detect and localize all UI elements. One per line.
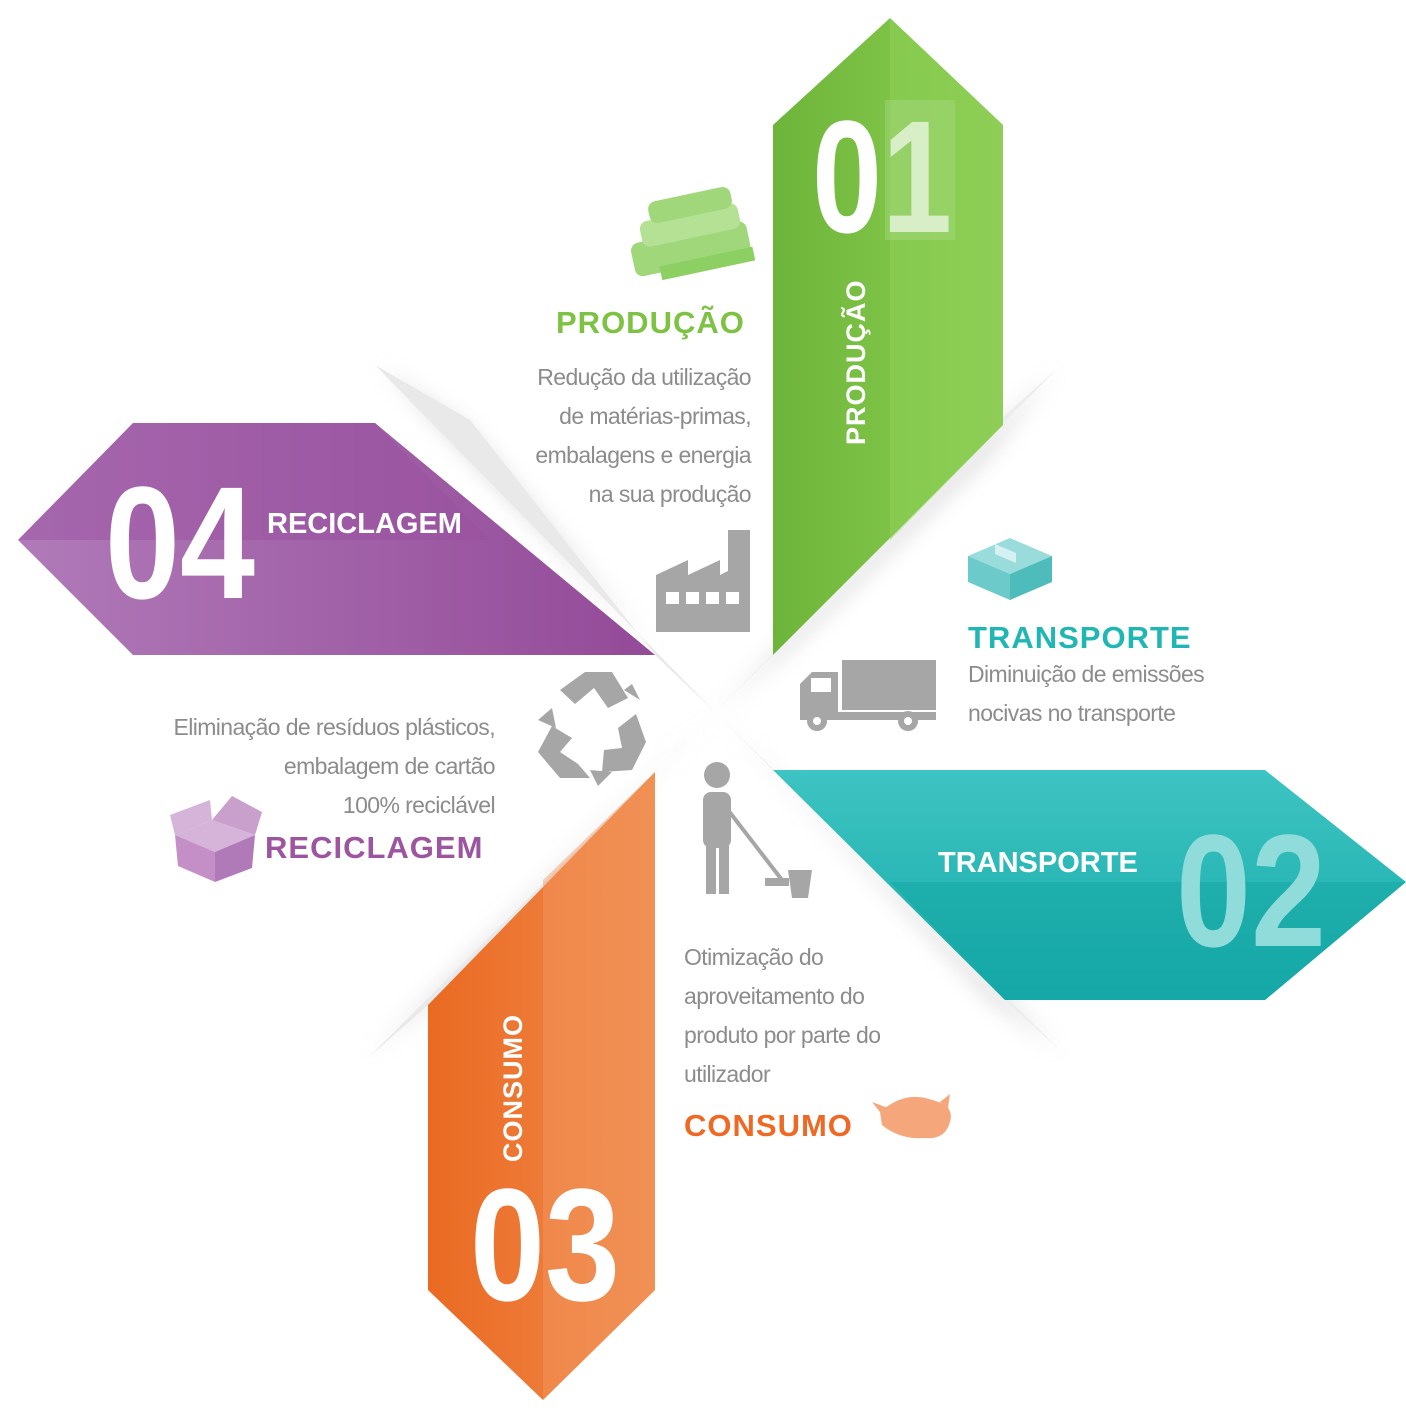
arrow-label-reciclagem: RECICLAGEM bbox=[267, 508, 462, 540]
stacked-bags-icon bbox=[631, 186, 756, 281]
recycle-icon bbox=[538, 672, 646, 786]
bag-icon bbox=[872, 1094, 951, 1139]
description-line: utilizador bbox=[684, 1061, 771, 1087]
description-producao: Redução da utilização de matérias-primas… bbox=[535, 358, 751, 514]
description-line: 100% reciclável bbox=[342, 792, 496, 818]
arrow-consumo bbox=[428, 772, 655, 1400]
description-line: de matérias-primas, bbox=[559, 403, 751, 429]
description-line: Redução da utilização bbox=[537, 364, 751, 390]
arrow-label-transporte: TRANSPORTE bbox=[938, 847, 1138, 879]
title-producao: PRODUÇÃO bbox=[556, 305, 745, 340]
description-line: na sua produção bbox=[588, 481, 752, 507]
description-line: embalagem de cartão bbox=[283, 753, 496, 779]
description-line: produto por parte do bbox=[684, 1022, 881, 1048]
description-line: nocivas no transporte bbox=[968, 700, 1176, 726]
title-consumo: CONSUMO bbox=[684, 1108, 853, 1143]
description-reciclagem: Eliminação de resíduos plásticos, embala… bbox=[173, 708, 495, 825]
step-number-02: 02 bbox=[1176, 801, 1326, 980]
arrow-label-consumo: CONSUMO bbox=[498, 1014, 528, 1162]
open-box-icon bbox=[170, 796, 262, 882]
truck-icon bbox=[800, 660, 936, 731]
title-transporte: TRANSPORTE bbox=[968, 620, 1192, 655]
description-line: Otimização do bbox=[684, 944, 824, 970]
description-transporte: Diminuição de emissões nocivas no transp… bbox=[968, 655, 1205, 733]
arrow-producao bbox=[773, 18, 1003, 655]
step-number-01: 01 bbox=[812, 87, 952, 266]
factory-icon bbox=[656, 530, 750, 632]
description-line: Diminuição de emissões bbox=[968, 661, 1205, 687]
number-01-fade bbox=[885, 100, 955, 240]
description-consumo: Otimização do aproveitamento do produto … bbox=[684, 938, 881, 1094]
arrow-transporte bbox=[773, 770, 1406, 1000]
description-line: embalagens e energia bbox=[535, 442, 751, 468]
description-line: aproveitamento do bbox=[684, 983, 865, 1009]
box-icon bbox=[968, 538, 1052, 600]
title-reciclagem: RECICLAGEM bbox=[265, 830, 484, 865]
arrow-label-producao: PRODUÇÃO bbox=[840, 279, 871, 445]
person-cleaning-icon bbox=[703, 762, 812, 898]
step-number-03: 03 bbox=[470, 1155, 620, 1334]
step-number-04: 04 bbox=[105, 453, 255, 632]
arrow-reciclagem bbox=[18, 423, 655, 655]
description-line: Eliminação de resíduos plásticos, bbox=[173, 714, 495, 740]
